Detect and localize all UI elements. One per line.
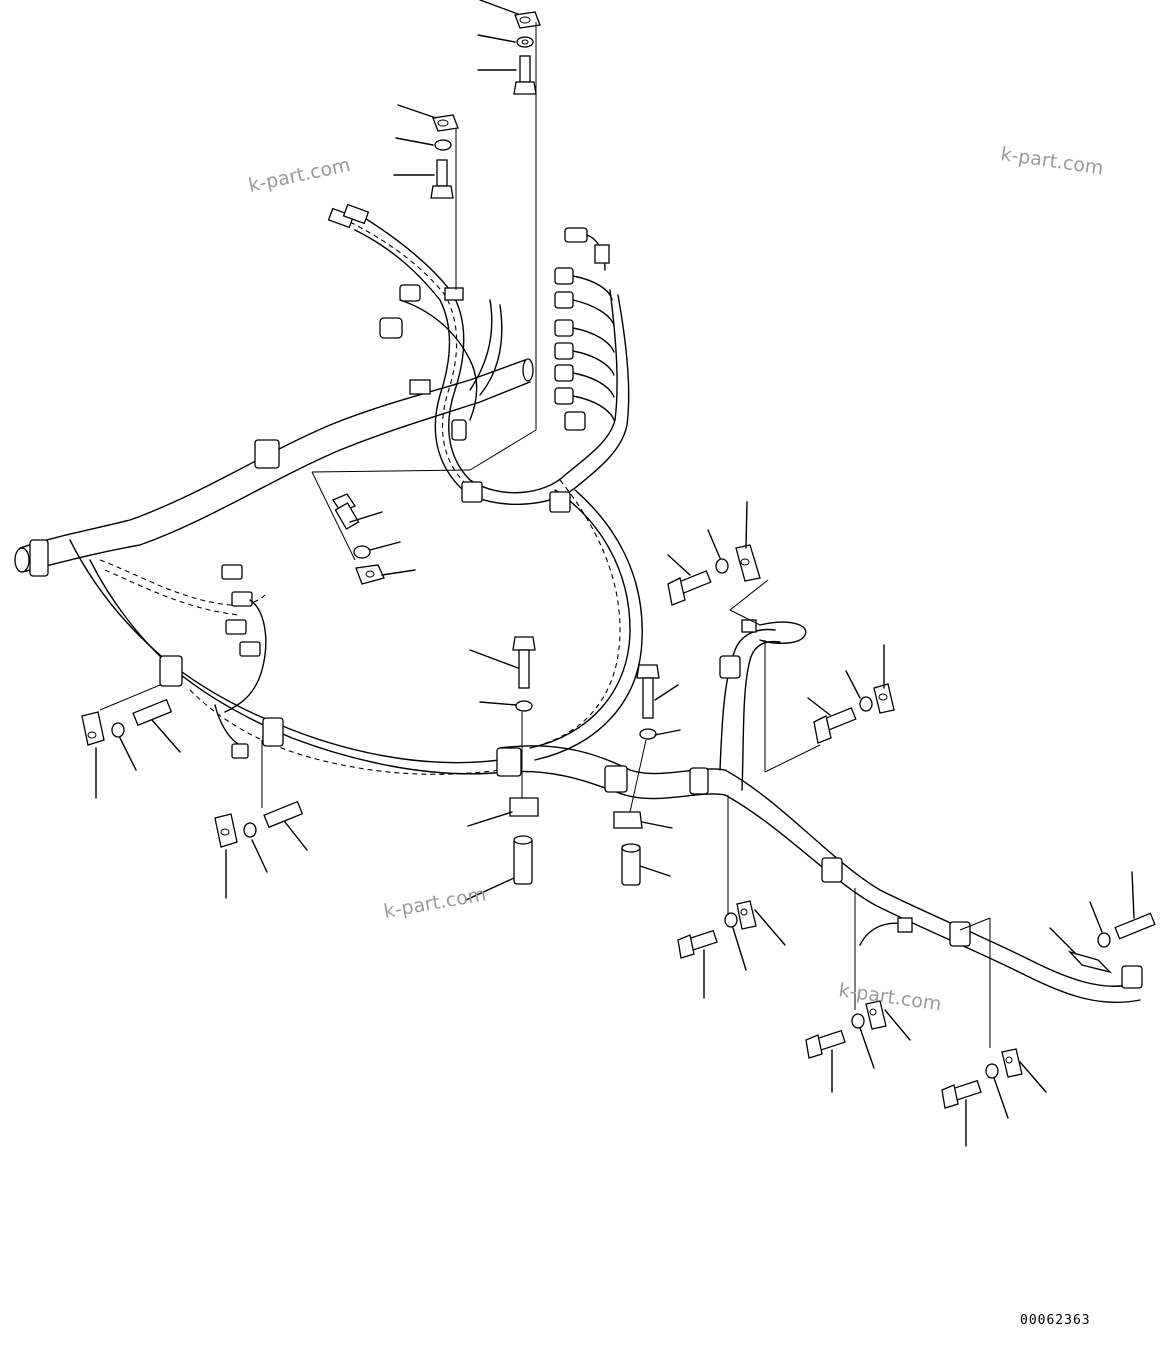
main-harness	[14, 358, 1141, 1004]
connector-column	[554, 227, 615, 431]
watermark-text: k-part.com	[246, 154, 352, 197]
fastener-stack-second	[393, 104, 459, 290]
fastener-group-lower-right-2	[805, 888, 911, 1093]
fastener-group-mid-right	[764, 640, 895, 773]
fastener-stack-top	[477, 0, 541, 430]
right-end-connector	[859, 917, 1143, 989]
fastener-group-far-right	[1049, 871, 1156, 974]
upper-connector-bundle	[327, 203, 630, 513]
fastener-group-lower-right-3	[941, 917, 1047, 1147]
fastener-group-center-left	[332, 493, 416, 585]
fastener-stack-center-right	[613, 664, 681, 886]
drawing-number: 00062363	[1020, 1313, 1091, 1328]
watermark-text: k-part.com	[999, 143, 1105, 179]
watermark-text: k-part.com	[382, 883, 488, 923]
watermark-text: k-part.com	[837, 979, 943, 1015]
tube-clamps	[29, 439, 971, 947]
fastener-group-left	[81, 684, 181, 799]
fastener-group-upper-right	[667, 501, 769, 626]
left-connector-group	[214, 564, 267, 759]
fastener-group-lower-right-1	[677, 795, 786, 999]
fastener-group-left-lower	[214, 740, 308, 899]
fastener-stack-center	[465, 636, 539, 901]
